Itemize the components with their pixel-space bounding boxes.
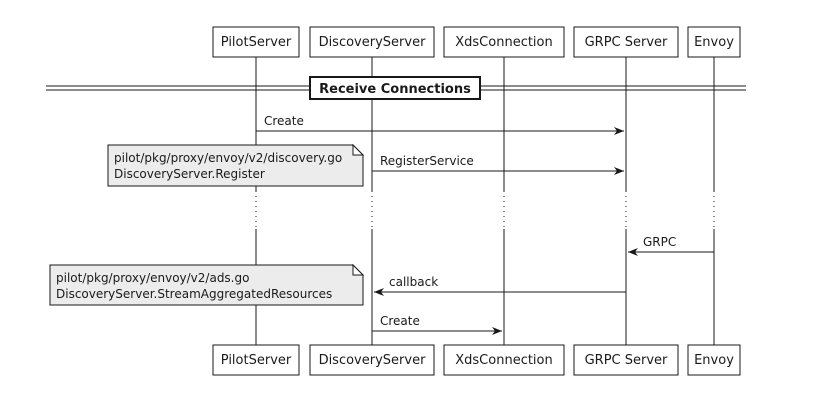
notes: pilot/pkg/proxy/envoy/v2/discovery.go Di… [49,143,365,306]
note-line: DiscoveryServer.StreamAggregatedResource… [56,287,332,301]
message-label: callback [389,275,438,289]
participant-label: DiscoveryServer [319,353,427,368]
message-registerservice: RegisterService [372,154,624,175]
participant-label: GRPC Server [585,353,668,368]
participant-pilotserver-top: PilotServer [212,26,300,58]
participant-grpcserver-bottom: GRPC Server [573,344,679,376]
participant-label: Envoy [694,35,734,50]
participant-label: PilotServer [221,35,292,50]
participant-label: Envoy [694,353,734,368]
message-label: Create [264,114,304,128]
participants-top: PilotServer DiscoveryServer XdsConnectio… [212,26,741,58]
note-line: pilot/pkg/proxy/envoy/v2/discovery.go [114,151,342,165]
message-callback: callback [374,275,626,296]
participants-bottom: PilotServer DiscoveryServer XdsConnectio… [212,344,741,376]
note-ads-stream: pilot/pkg/proxy/envoy/v2/ads.go Discover… [49,263,365,306]
divider-label: Receive Connections [319,82,471,97]
participant-envoy-bottom: Envoy [687,344,741,376]
message-grpc: GRPC [628,235,714,256]
message-create-xds: Create [372,314,502,335]
participant-grpcserver-top: GRPC Server [573,26,679,58]
note-discovery-register: pilot/pkg/proxy/envoy/v2/discovery.go Di… [107,143,365,187]
participant-xdsconnection-top: XdsConnection [443,26,565,58]
participant-label: DiscoveryServer [319,35,427,50]
message-label: Create [380,314,420,328]
participant-label: XdsConnection [455,353,553,368]
participant-xdsconnection-bottom: XdsConnection [443,344,565,376]
participant-envoy-top: Envoy [687,26,741,58]
participant-label: PilotServer [221,353,292,368]
participant-label: XdsConnection [455,35,553,50]
message-create-grpc: Create [256,114,624,135]
note-line: DiscoveryServer.Register [114,167,265,181]
section-divider: Receive Connections [46,76,746,100]
participant-pilotserver-bottom: PilotServer [212,344,300,376]
message-label: GRPC [643,235,676,249]
messages: Create RegisterService GRPC callback Cre… [256,114,714,335]
participant-discoveryserver-bottom: DiscoveryServer [309,344,435,376]
note-line: pilot/pkg/proxy/envoy/v2/ads.go [56,271,249,285]
participant-discoveryserver-top: DiscoveryServer [309,26,435,58]
divider-label-box [309,76,481,100]
message-label: RegisterService [380,154,474,168]
participant-label: GRPC Server [585,35,668,50]
